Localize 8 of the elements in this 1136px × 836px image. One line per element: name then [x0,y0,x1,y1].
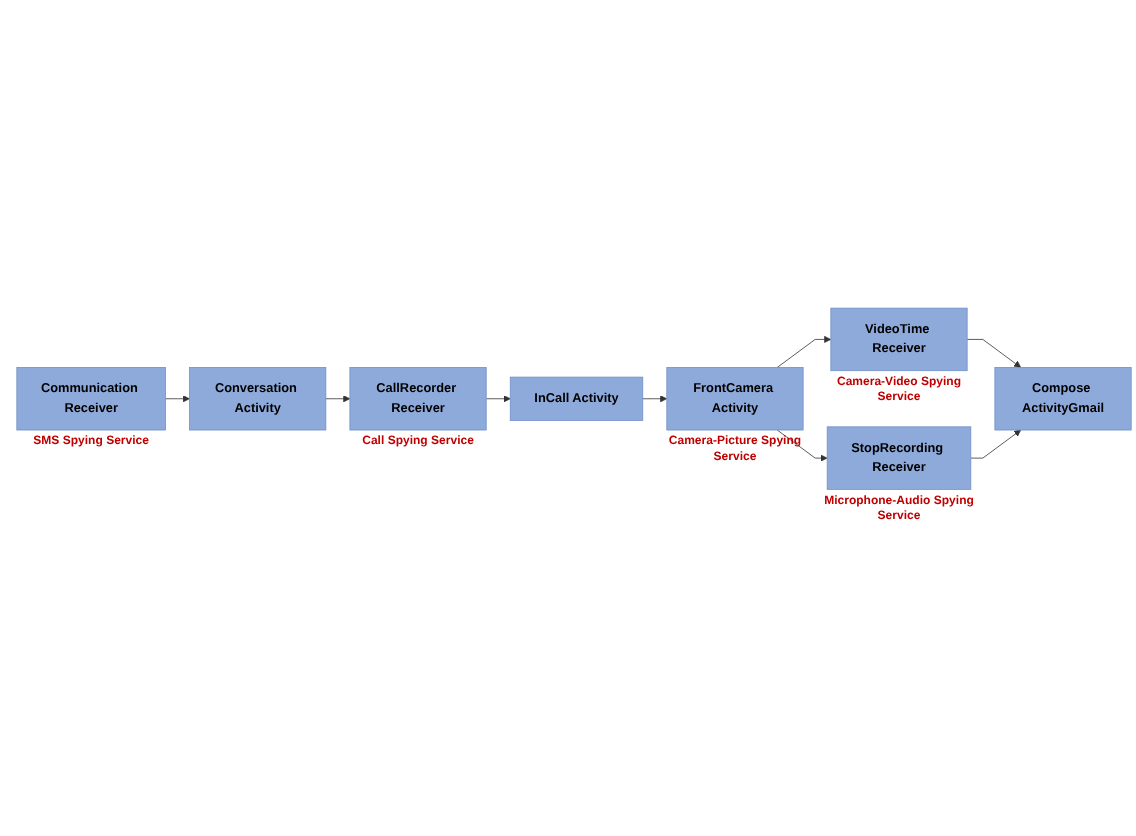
node-box [16,367,166,431]
node-box [509,376,644,421]
node-box [349,367,487,431]
node-box [830,307,968,372]
node-box [189,367,327,431]
node-box [994,367,1132,431]
node-box [666,367,804,431]
node-box [826,426,972,490]
